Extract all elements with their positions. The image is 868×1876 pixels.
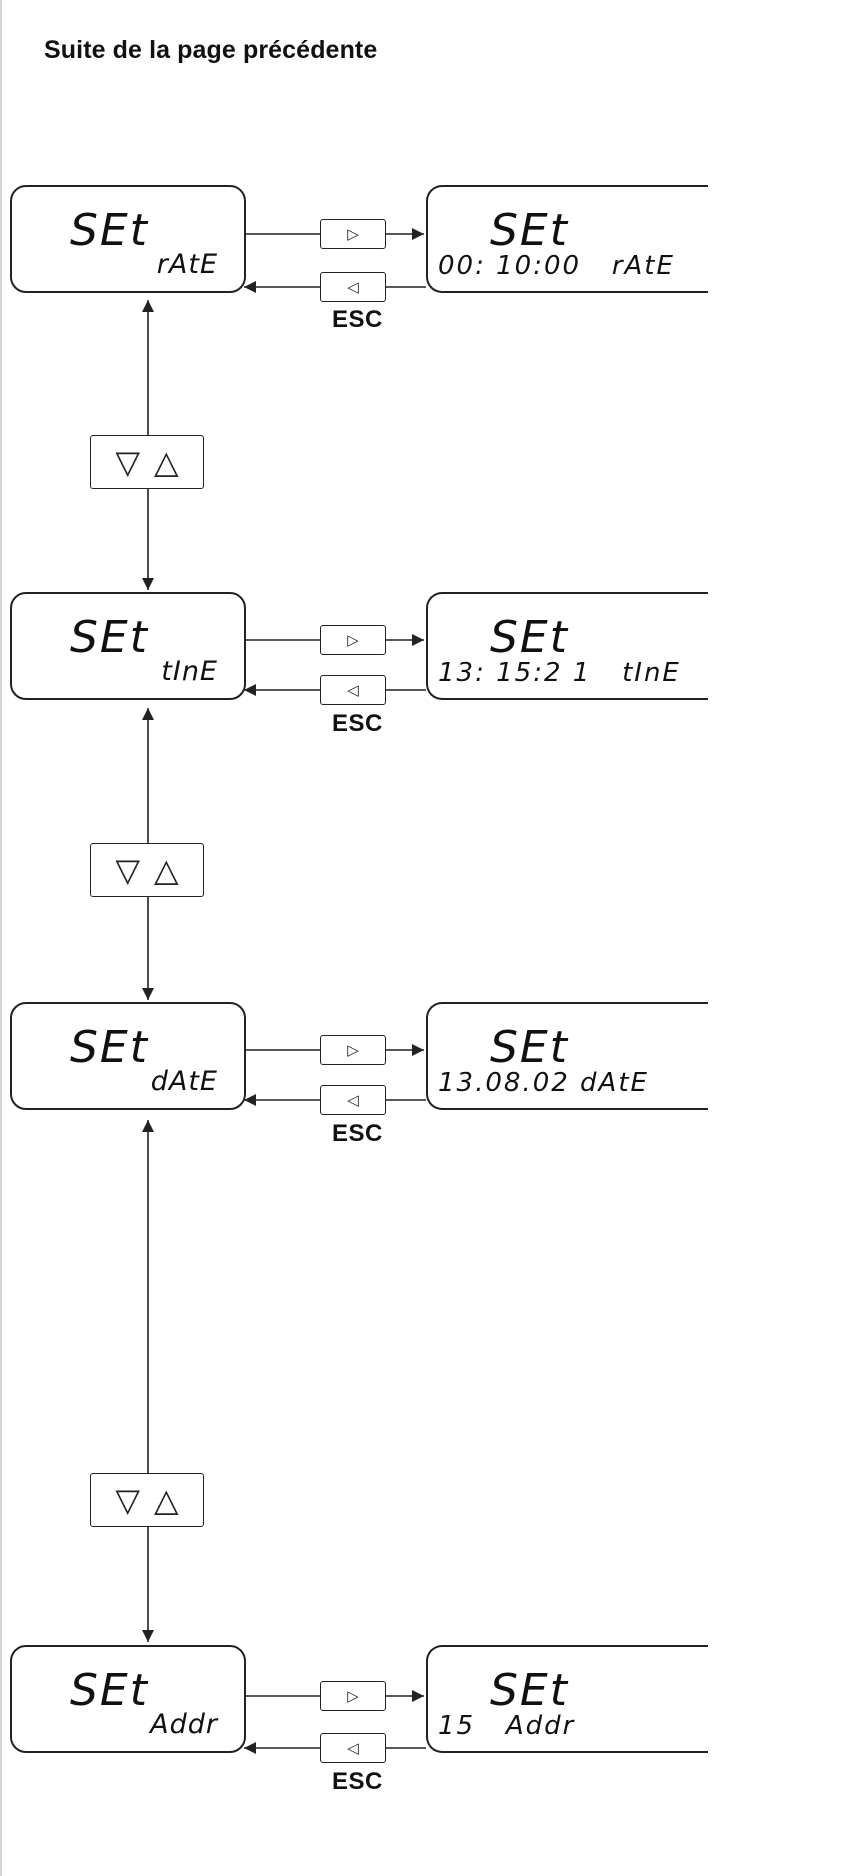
lcd-menu-addr: SEt Addr — [10, 1645, 246, 1753]
lcd-value-rate-bottom: 00: 10:00 rAtE — [438, 251, 675, 281]
lcd-menu-time: SEt tInE — [10, 592, 246, 700]
updown-3-button[interactable]: ▽ △ — [90, 1473, 204, 1527]
play-right-icon: ▷ — [347, 1041, 359, 1059]
lcd-menu-date-top: SEt — [70, 1022, 149, 1073]
lcd-menu-addr-top: SEt — [70, 1665, 149, 1716]
lcd-menu-date-bottom: dAtE — [150, 1066, 218, 1097]
play-left-icon: ◁ — [347, 1739, 359, 1757]
lcd-value-time: SEt 13: 15:2 1 tInE — [426, 592, 708, 700]
play-right-icon: ▷ — [347, 631, 359, 649]
lcd-value-rate: SEt 00: 10:00 rAtE — [426, 185, 708, 293]
triangle-down-icon: ▽ — [115, 443, 140, 481]
lcd-value-rate-top: SEt — [490, 205, 569, 256]
triangle-up-icon: △ — [154, 443, 179, 481]
lcd-menu-date: SEt dAtE — [10, 1002, 246, 1110]
lcd-menu-time-top: SEt — [70, 612, 149, 663]
lcd-value-addr-top: SEt — [490, 1665, 569, 1716]
row-1-forward-button[interactable]: ▷ — [320, 219, 386, 249]
lcd-value-time-top: SEt — [490, 612, 569, 663]
lcd-value-addr: SEt 15 Addr — [426, 1645, 708, 1753]
lcd-value-date-top: SEt — [490, 1022, 569, 1073]
play-left-icon: ◁ — [347, 1091, 359, 1109]
lcd-value-date: SEt 13.08.02 dAtE — [426, 1002, 708, 1110]
lcd-menu-time-bottom: tInE — [161, 656, 218, 687]
lcd-menu-rate-top: SEt — [70, 205, 149, 256]
lcd-menu-rate-bottom: rAtE — [156, 249, 218, 280]
page-left-rule — [0, 0, 2, 1876]
triangle-down-icon: ▽ — [115, 851, 140, 889]
row-2-back-button[interactable]: ◁ — [320, 675, 386, 705]
play-right-icon: ▷ — [347, 1687, 359, 1705]
triangle-up-icon: △ — [154, 1481, 179, 1519]
page-heading: Suite de la page précédente — [44, 36, 378, 64]
row-2-forward-button[interactable]: ▷ — [320, 625, 386, 655]
row-4-esc-label: ESC — [332, 1768, 383, 1795]
lcd-menu-rate: SEt rAtE — [10, 185, 246, 293]
play-left-icon: ◁ — [347, 681, 359, 699]
row-3-back-button[interactable]: ◁ — [320, 1085, 386, 1115]
row-2-esc-label: ESC — [332, 710, 383, 737]
row-3-esc-label: ESC — [332, 1120, 383, 1147]
lcd-value-addr-bottom: 15 Addr — [438, 1711, 576, 1741]
updown-1-button[interactable]: ▽ △ — [90, 435, 204, 489]
lcd-value-date-bottom: 13.08.02 dAtE — [438, 1068, 649, 1098]
lcd-menu-addr-bottom: Addr — [150, 1709, 218, 1740]
play-left-icon: ◁ — [347, 278, 359, 296]
row-4-back-button[interactable]: ◁ — [320, 1733, 386, 1763]
play-right-icon: ▷ — [347, 225, 359, 243]
row-1-back-button[interactable]: ◁ — [320, 272, 386, 302]
triangle-up-icon: △ — [154, 851, 179, 889]
triangle-down-icon: ▽ — [115, 1481, 140, 1519]
row-3-forward-button[interactable]: ▷ — [320, 1035, 386, 1065]
row-4-forward-button[interactable]: ▷ — [320, 1681, 386, 1711]
updown-2-button[interactable]: ▽ △ — [90, 843, 204, 897]
lcd-value-time-bottom: 13: 15:2 1 tInE — [438, 658, 681, 688]
row-1-esc-label: ESC — [332, 306, 383, 333]
